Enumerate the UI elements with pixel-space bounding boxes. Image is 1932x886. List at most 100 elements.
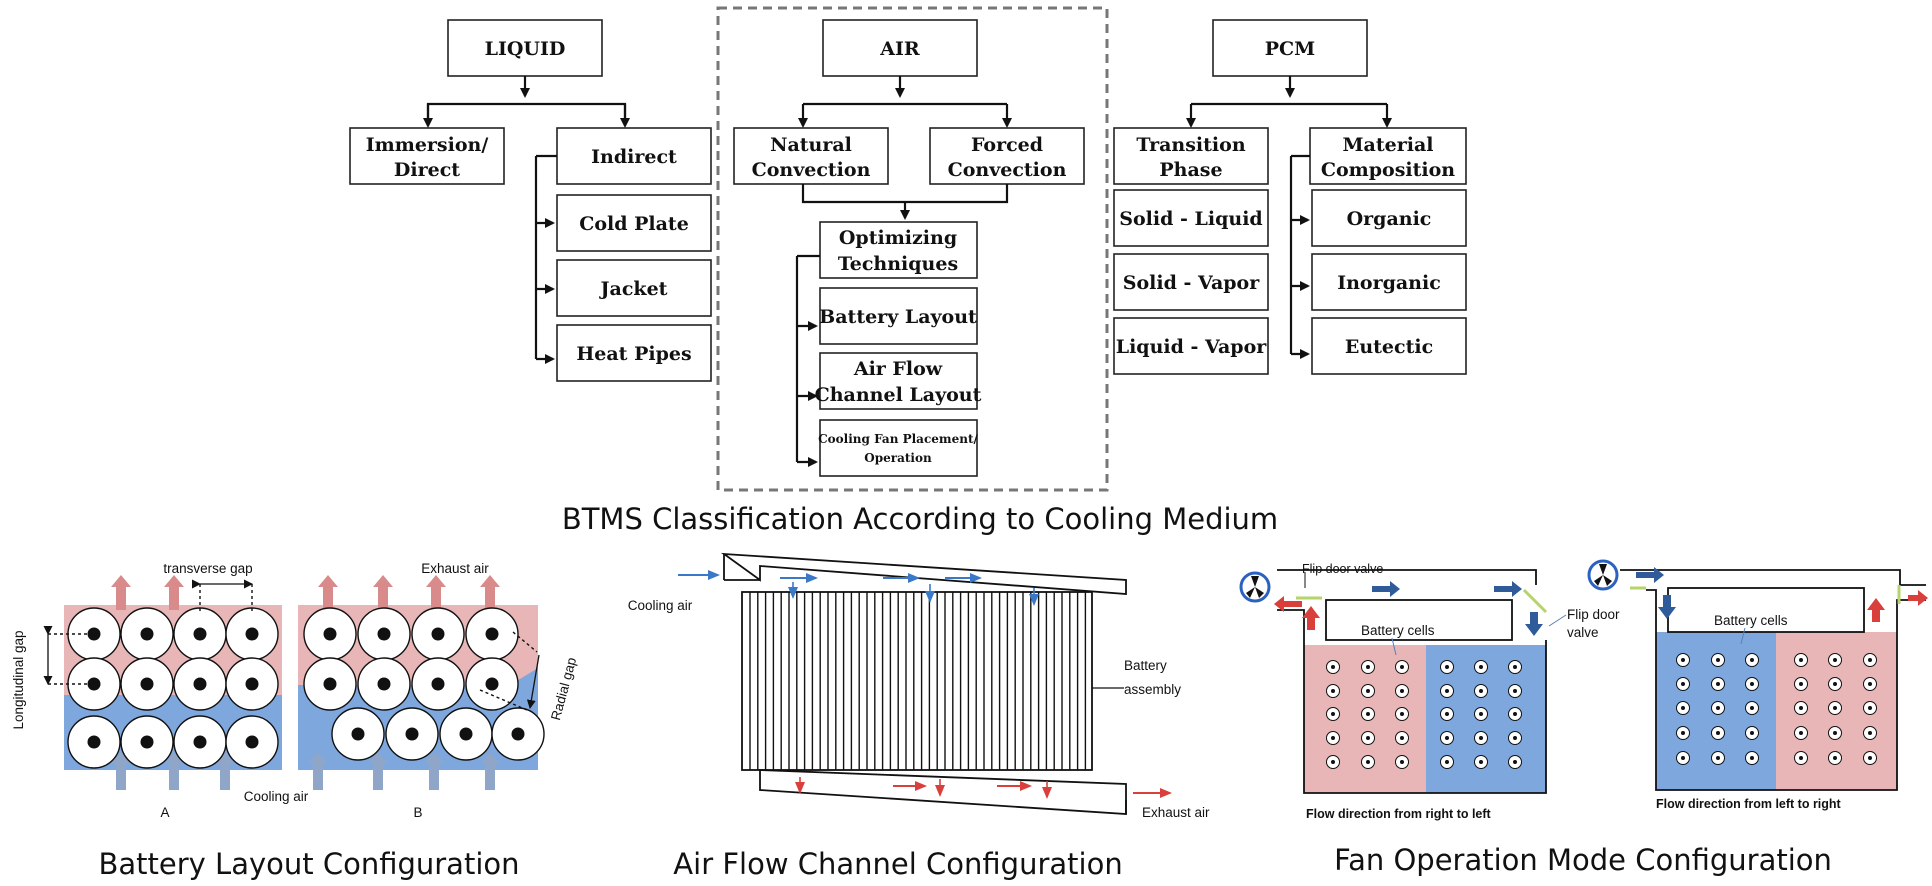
- small-cell-core: [1681, 756, 1685, 760]
- small-cell-core: [1513, 736, 1517, 740]
- cell-core: [245, 735, 259, 749]
- battery-cell: [491, 707, 545, 761]
- small-cell-core: [1331, 665, 1335, 669]
- small-cell: [1828, 726, 1842, 740]
- solid-liquid-box: Solid - Liquid: [1113, 189, 1269, 247]
- small-cell-core: [1716, 682, 1720, 686]
- air-arrow: [424, 752, 444, 790]
- small-cell-core: [1868, 731, 1872, 735]
- indirect-label: Indirect: [591, 146, 677, 168]
- pcm-title: PCM: [1265, 38, 1315, 60]
- battery-cell: [357, 607, 411, 661]
- small-cell: [1711, 751, 1725, 765]
- material-composition-box: Material Composition: [1309, 127, 1467, 185]
- small-cell-core: [1716, 731, 1720, 735]
- small-cell-core: [1716, 706, 1720, 710]
- flow-lr-label: Flow direction from left to right: [1656, 797, 1842, 811]
- btms-caption: BTMS Classification According to Cooling…: [562, 502, 1278, 536]
- label-a: A: [160, 805, 169, 820]
- small-cell-core: [1681, 658, 1685, 662]
- exhaust-air-label: Exhaust air: [421, 561, 489, 576]
- battery-cell: [67, 657, 121, 711]
- small-cell: [1794, 653, 1808, 667]
- transverse-gap-label: transverse gap: [163, 561, 252, 576]
- small-cell-core: [1833, 682, 1837, 686]
- battery-cell: [385, 707, 439, 761]
- rl-cell-grid: [1326, 660, 1522, 769]
- battery-cell: [465, 657, 519, 711]
- forced-label-2: Convection: [948, 159, 1067, 181]
- air-arrow: [426, 575, 446, 610]
- flip-door-valve-label: Flip door valve: [1302, 562, 1383, 576]
- outlet-plenum: [759, 769, 1127, 815]
- small-cell: [1440, 755, 1454, 769]
- small-cell-core: [1750, 756, 1754, 760]
- lr-top-duct: [1620, 569, 1926, 586]
- small-cell-core: [1513, 689, 1517, 693]
- battery-layout-box: Battery Layout: [819, 287, 978, 345]
- small-cell: [1395, 660, 1409, 674]
- organic-box: Organic: [1311, 189, 1467, 247]
- optimizing-box: Optimizing Techniques: [819, 221, 978, 279]
- small-cell-core: [1366, 736, 1370, 740]
- small-cell-core: [1513, 712, 1517, 716]
- transition-label-1: Transition: [1136, 134, 1245, 156]
- small-cell: [1508, 707, 1522, 721]
- longitudinal-gap-label: Longitudinal gap: [11, 630, 26, 729]
- small-cell: [1676, 751, 1690, 765]
- valve-label: valve: [1567, 625, 1599, 640]
- small-cell-core: [1833, 731, 1837, 735]
- cold-plate-box: Cold Plate: [556, 194, 712, 252]
- solid-vapor-label: Solid - Vapor: [1123, 272, 1260, 294]
- small-cell: [1474, 684, 1488, 698]
- small-cell: [1676, 726, 1690, 740]
- small-cell: [1794, 701, 1808, 715]
- radial-gap-arrow: [526, 654, 540, 709]
- inlet-plenum: [720, 552, 1127, 595]
- battery-cell: [225, 607, 279, 661]
- small-cell: [1326, 731, 1340, 745]
- small-cell-core: [1400, 760, 1404, 764]
- battery-cell: [120, 607, 174, 661]
- cell-core: [377, 677, 391, 691]
- cell-core: [459, 727, 473, 741]
- inorganic-label: Inorganic: [1337, 272, 1441, 294]
- radial-gap-label: Radial gap: [548, 656, 579, 722]
- battery-cell: [303, 607, 357, 661]
- radial-gap-guide: [512, 631, 538, 653]
- small-cell-core: [1400, 736, 1404, 740]
- small-cell: [1508, 684, 1522, 698]
- battery-cell: [303, 657, 357, 711]
- small-cell: [1676, 677, 1690, 691]
- small-cell-core: [1716, 756, 1720, 760]
- small-cell-core: [1799, 731, 1803, 735]
- small-cell: [1361, 755, 1375, 769]
- cell-core: [511, 727, 525, 741]
- cell-core: [87, 735, 101, 749]
- flip-door-leader: [1548, 614, 1567, 627]
- small-cell-core: [1479, 689, 1483, 693]
- small-cell-core: [1366, 712, 1370, 716]
- cell-core: [405, 727, 419, 741]
- small-cell: [1326, 660, 1340, 674]
- small-cell-core: [1681, 731, 1685, 735]
- small-cell-core: [1445, 689, 1449, 693]
- eutectic-label: Eutectic: [1345, 336, 1433, 358]
- battery-cell: [411, 657, 465, 711]
- fan-icon: [1239, 571, 1271, 603]
- red-up-arrow: [1302, 606, 1320, 630]
- small-cell: [1745, 701, 1759, 715]
- air-arrow: [373, 575, 393, 610]
- air-arrow: [308, 752, 328, 790]
- air-arrow: [368, 752, 388, 790]
- air-flow-label-2: Channel Layout: [815, 384, 982, 406]
- small-cell: [1863, 751, 1877, 765]
- battery-cell: [120, 657, 174, 711]
- cell-core: [193, 627, 207, 641]
- connector: [801, 184, 1009, 204]
- small-cell-core: [1750, 682, 1754, 686]
- small-cell: [1863, 726, 1877, 740]
- cell-core: [431, 677, 445, 691]
- blue-down-arrow: [1525, 612, 1543, 636]
- cell-core: [323, 677, 337, 691]
